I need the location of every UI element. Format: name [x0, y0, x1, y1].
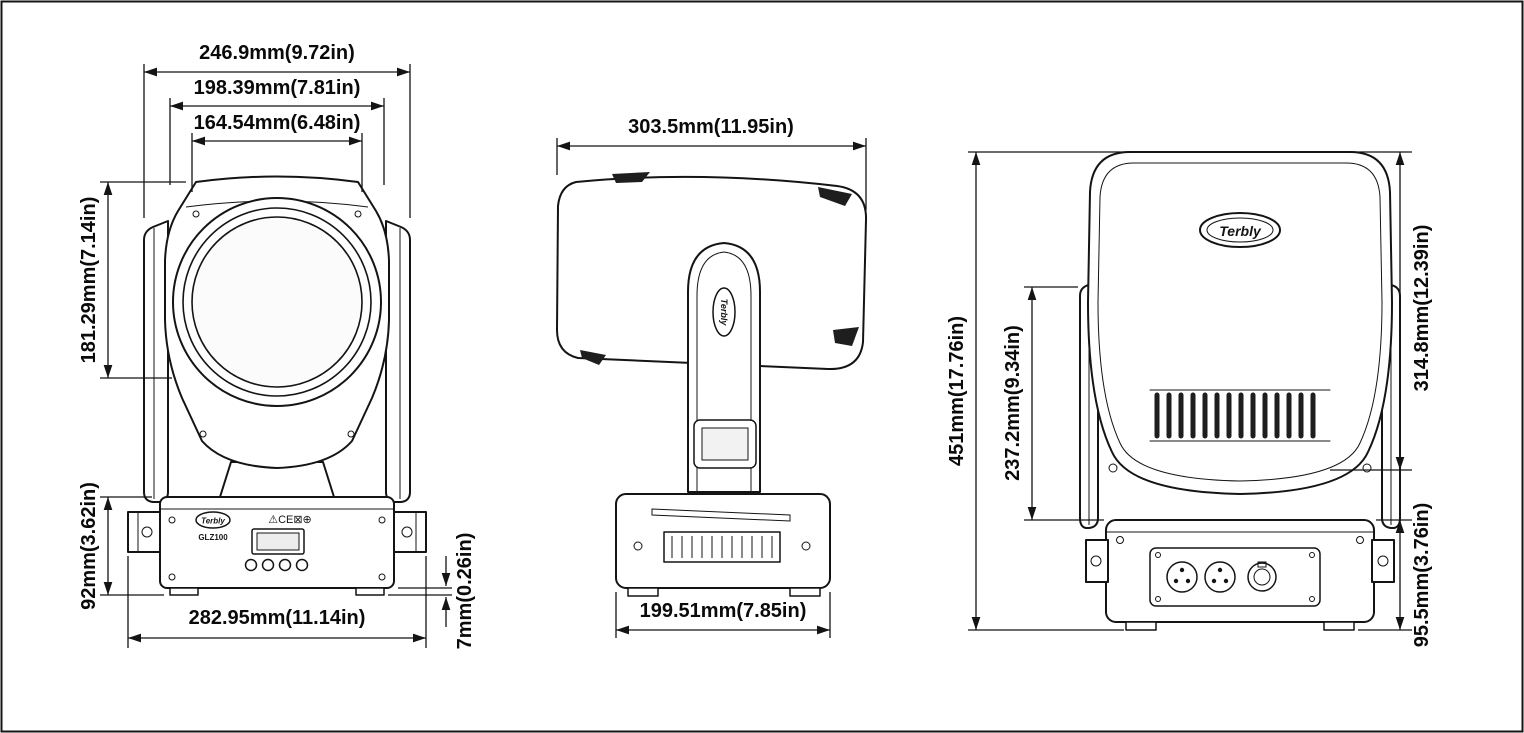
dim-back-yoke-height: 237.2mm(9.34in): [1002, 286, 1104, 521]
dim-back-base-height: 95.5mm(3.76in): [1358, 503, 1433, 648]
xlr-connector-in: [1166, 561, 1198, 593]
back-view: Terbly: [946, 151, 1433, 648]
side-yoke-arm: Terbly: [687, 242, 761, 493]
side-arm-window-inner: [701, 427, 749, 461]
front-left-bracket: [127, 511, 161, 553]
display-glass: [256, 532, 300, 551]
dim-label-front-base-height: 92mm(3.62in): [78, 482, 100, 610]
dim-label-back-base-height: 95.5mm(3.76in): [1411, 503, 1433, 648]
dim-back-head-section-height: 314.8mm(12.39in): [1330, 151, 1433, 471]
panel-button-1: [244, 558, 258, 572]
side-logo-text: Terbly: [719, 299, 729, 327]
panel-button-4: [295, 558, 309, 572]
panel-button-3: [278, 558, 292, 572]
panel-button-2: [261, 558, 275, 572]
dim-label-front-width-inner: 164.54mm(6.48in): [194, 112, 361, 134]
side-left-foot: [627, 587, 659, 597]
side-logo-oval: [712, 287, 736, 337]
back-logo: Terbly: [1199, 212, 1281, 248]
back-head: [1087, 151, 1393, 495]
side-right-foot: [789, 587, 821, 597]
dim-front-base-width: 282.95mm(11.14in): [127, 556, 427, 648]
dim-label-back-yoke-height: 237.2mm(9.34in): [1002, 325, 1024, 481]
dim-label-front-width-mid: 198.39mm(7.81in): [194, 77, 361, 99]
dim-front-width-inner: 164.54mm(6.48in): [191, 112, 363, 192]
brand-logo: Terbly: [195, 511, 231, 529]
dim-label-back-total-height: 451mm(17.76in): [946, 316, 968, 466]
dim-back-total-height: 451mm(17.76in): [946, 151, 1128, 631]
back-vent-grill: [1149, 389, 1331, 442]
power-connector: [1247, 561, 1277, 592]
dim-front-width-mid: 198.39mm(7.81in): [169, 77, 385, 185]
lens-mid-ring: [182, 207, 372, 397]
back-logo-text: Terbly: [1219, 223, 1262, 239]
front-lens: [172, 197, 382, 407]
side-base: [615, 493, 831, 597]
side-handle-slot: [651, 508, 791, 522]
dim-front-base-height: 92mm(3.62in): [78, 482, 164, 610]
back-right-bracket: [1371, 539, 1395, 583]
back-right-foot: [1323, 621, 1355, 631]
dim-front-head-height: 181.29mm(7.14in): [78, 181, 186, 379]
front-yoke-arms: [143, 220, 411, 503]
dim-label-front-head-height: 181.29mm(7.14in): [78, 197, 100, 364]
dim-label-side-base-depth: 199.51mm(7.85in): [640, 600, 807, 622]
dim-label-front-foot-height: 7mm(0.26in): [454, 533, 476, 650]
front-control-panel: Terbly GLZ100 ⚠CE⊠⊕: [195, 511, 312, 572]
dim-label-back-head-section-height: 314.8mm(12.39in): [1411, 225, 1433, 392]
back-left-foot: [1125, 621, 1157, 631]
lens-glass: [191, 216, 363, 388]
cert-marks: ⚠CE⊠⊕: [268, 514, 312, 526]
xlr-connector-out: [1204, 561, 1236, 593]
back-base: [1085, 519, 1395, 631]
brand-logo-oval: [195, 511, 231, 529]
dim-front-foot-height: 7mm(0.26in): [388, 533, 476, 650]
front-left-foot: [169, 587, 199, 596]
dim-label-front-width-outer: 246.9mm(9.72in): [199, 42, 355, 64]
front-right-foot: [355, 587, 385, 596]
side-view: Terbly: [556, 116, 868, 638]
dim-side-depth: 303.5mm(11.95in): [556, 116, 867, 210]
dim-label-front-base-width: 282.95mm(11.14in): [189, 607, 366, 629]
dim-label-side-depth: 303.5mm(11.95in): [628, 116, 794, 138]
side-arm-logo: Terbly: [712, 287, 736, 337]
brand-logo-text: Terbly: [201, 517, 225, 526]
back-left-bracket: [1085, 539, 1109, 583]
dim-side-base-depth: 199.51mm(7.85in): [615, 592, 831, 638]
front-right-bracket: [393, 511, 427, 553]
back-logo-oval: [1199, 212, 1281, 248]
dim-front-width-outer: 246.9mm(9.72in): [143, 42, 411, 218]
front-view: Terbly GLZ100 ⚠CE⊠⊕ 246.9mm(9.72in) 198.…: [78, 42, 476, 649]
model-label: GLZ100: [198, 533, 228, 542]
